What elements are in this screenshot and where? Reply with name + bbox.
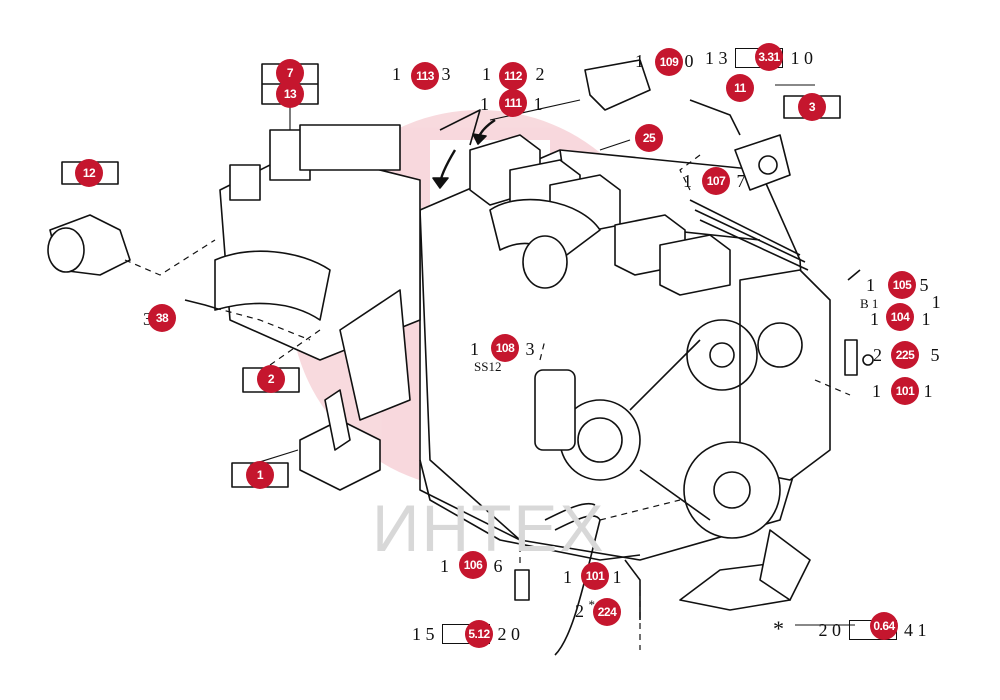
ref-111: 1 1 — [480, 94, 543, 114]
callout-112[interactable]: 112 — [499, 62, 527, 90]
callout-3-31[interactable]: 3.31 — [755, 43, 783, 71]
callout-104[interactable]: 104 — [886, 303, 914, 331]
ref-512: 1 5 2 0 — [412, 624, 520, 644]
callout-12[interactable]: 12 — [75, 159, 103, 187]
callout-224[interactable]: 224 — [593, 598, 621, 626]
callout-101-bottom[interactable]: 101 — [581, 562, 609, 590]
ref-225: 2 5 — [873, 345, 940, 365]
ref-101a: 1 1 — [872, 381, 933, 401]
callout-108[interactable]: 108 — [491, 334, 519, 362]
ref-112: 1 2 — [482, 64, 545, 84]
ref-064: * 2 0 4 1 — [773, 616, 927, 641]
callout-1[interactable]: 1 — [246, 461, 274, 489]
callout-101-right[interactable]: 101 — [891, 377, 919, 405]
ref-101b: 1 1 — [563, 567, 622, 587]
ref-38: 3 — [143, 310, 152, 328]
callout-225[interactable]: 225 — [891, 341, 919, 369]
ref-108-sub: SS12 — [474, 359, 502, 374]
ref-224: 2 * — [575, 597, 595, 621]
ref-104: 1 1 — [870, 309, 931, 329]
ref-105-line2: B 1 1 — [860, 292, 941, 312]
callout-38[interactable]: 38 — [148, 304, 176, 332]
watermark-text: ИНТЕХ — [372, 491, 606, 565]
callout-111[interactable]: 111 — [499, 89, 527, 117]
callout-0-64[interactable]: 0.64 — [870, 612, 898, 640]
callout-113[interactable]: 113 — [411, 62, 439, 90]
ref-109: 1 0 — [635, 51, 694, 71]
callout-109[interactable]: 109 — [655, 48, 683, 76]
callout-106[interactable]: 106 — [459, 551, 487, 579]
callout-13[interactable]: 13 — [276, 80, 304, 108]
ref-108: 1 3 — [470, 339, 535, 359]
ref-105: 1 5 — [866, 275, 929, 295]
callout-3[interactable]: 3 — [798, 93, 826, 121]
callout-5-12[interactable]: 5.12 — [465, 620, 493, 648]
callout-107[interactable]: 107 — [702, 167, 730, 195]
callout-25[interactable]: 25 — [635, 124, 663, 152]
ref-113: 1 3 — [392, 64, 451, 84]
callout-11[interactable]: 11 — [726, 74, 754, 102]
ref-107: 1 7 — [683, 171, 746, 191]
ref-106: 1 6 — [440, 556, 503, 576]
callout-2[interactable]: 2 — [257, 365, 285, 393]
callout-105[interactable]: 105 — [888, 271, 916, 299]
